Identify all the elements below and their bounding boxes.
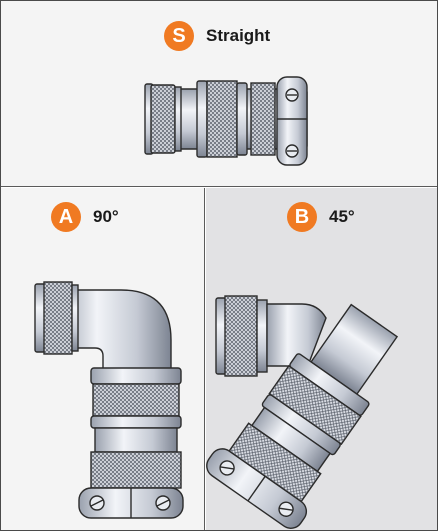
panel-straight: S Straight xyxy=(1,1,437,187)
panel-90-degree: A 90° xyxy=(1,188,205,530)
45-degree-heading: B 45° xyxy=(287,202,355,232)
straight-connector-icon xyxy=(144,76,308,166)
badge-s: S xyxy=(164,21,194,51)
label-90-degree: 90° xyxy=(93,207,119,226)
badge-b: B xyxy=(287,202,317,232)
label-45-degree: 45° xyxy=(329,207,355,226)
45-degree-connector-icon xyxy=(206,295,399,529)
badge-a: A xyxy=(51,202,81,232)
panel-45-degree: B 45° xyxy=(206,188,437,530)
label-straight: Straight xyxy=(206,26,271,45)
90-degree-heading: A 90° xyxy=(51,202,119,232)
90-degree-connector-icon xyxy=(34,281,184,519)
straight-heading: S Straight xyxy=(164,21,270,51)
